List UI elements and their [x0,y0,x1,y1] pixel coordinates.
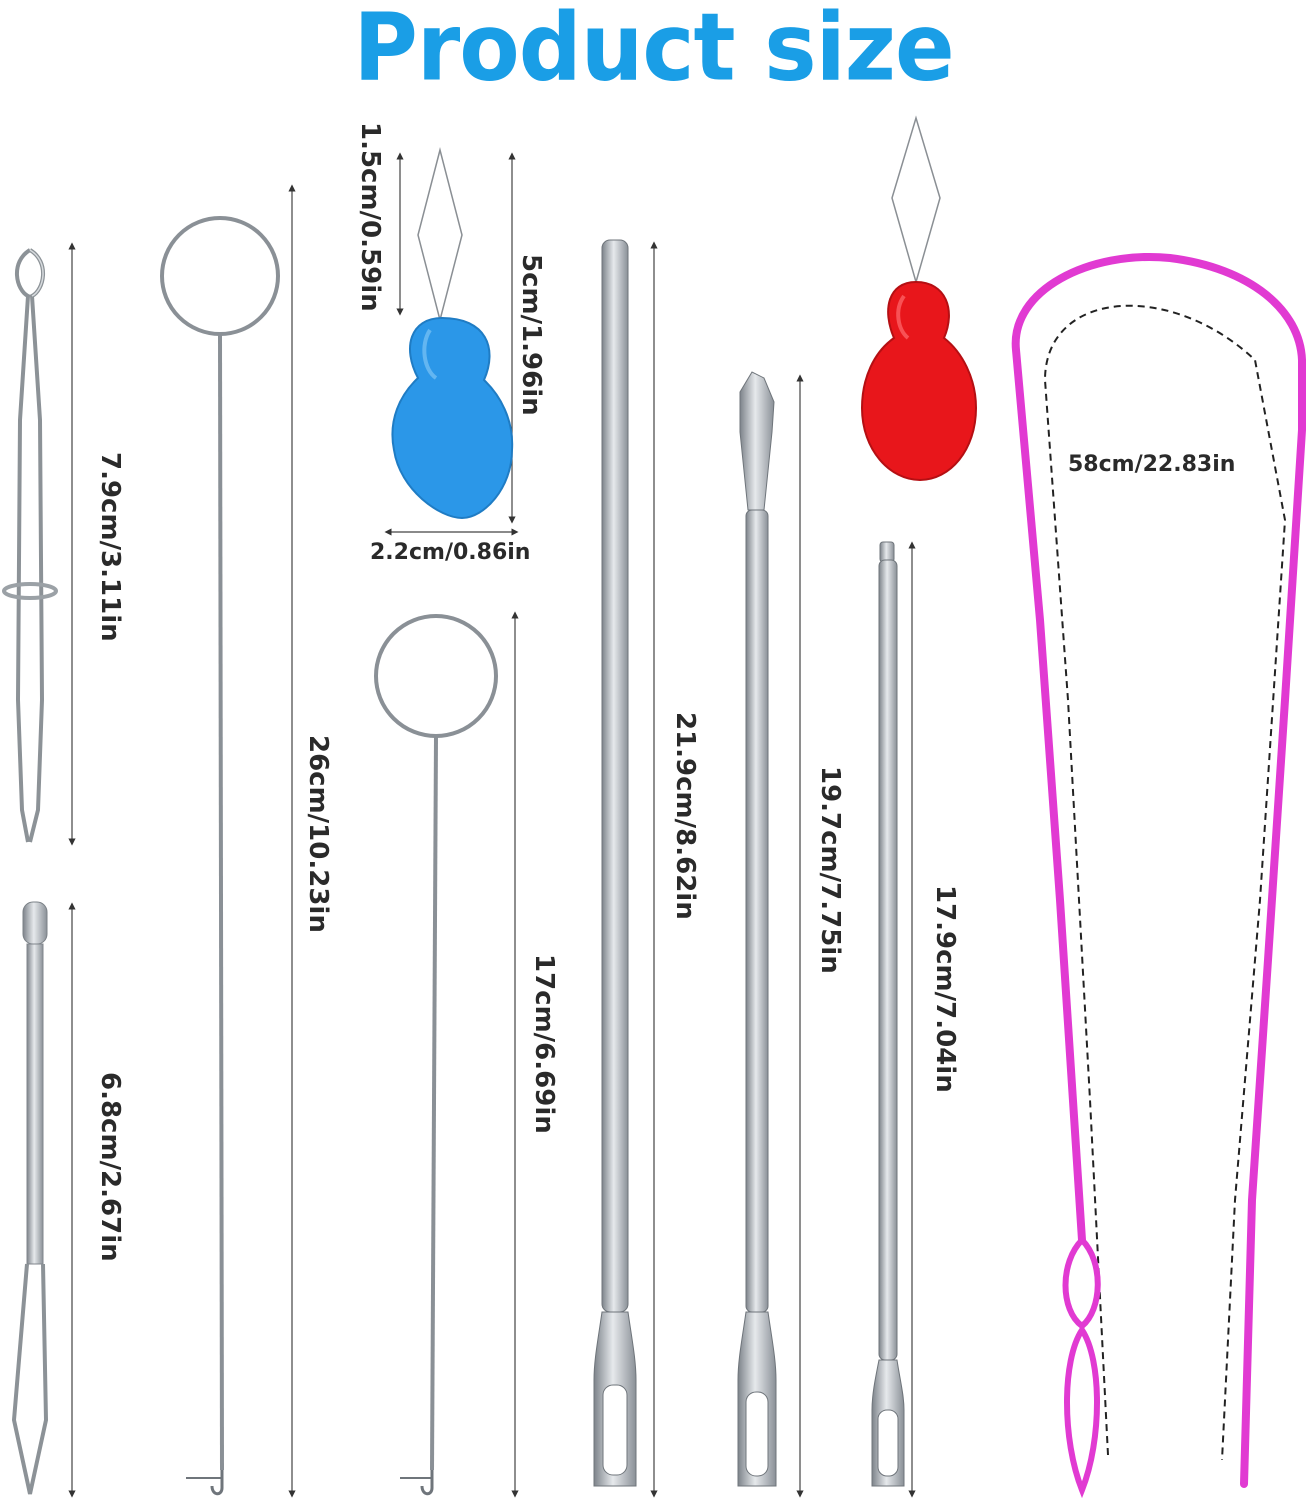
latch-hook-long [160,216,280,1496]
page-title: Product size [353,0,954,102]
size-label-lacing-medium: 19.7cm/7.75in [815,766,845,974]
size-label-latch-short: 17cm/6.69in [529,954,559,1134]
latch-hook-short [374,614,498,1496]
lacing-needle-small [871,541,905,1487]
size-label-bodkin: 6.8cm/2.67in [95,1072,125,1262]
dim-line-pink-threader [1043,304,1287,1461]
bodkin-small [11,901,49,1495]
lacing-needle-large [593,239,637,1487]
size-label-latch-long: 26cm/10.23in [303,735,333,933]
elastic-threader-clip [2,248,58,843]
size-label-blue-wire: 1.5cm/0.59in [355,122,385,312]
size-label-lacing-large: 21.9cm/8.62in [670,712,700,920]
size-label-blue-width: 2.2cm/0.86in [370,540,531,565]
flexible-threader-pink [1011,253,1306,1499]
size-label-clip: 7.9cm/3.11in [95,452,125,642]
lacing-needle-medium [737,371,777,1487]
size-label-pink-threader: 58cm/22.83in [1068,452,1236,477]
blue-threader [391,147,514,520]
size-label-blue-height: 5cm/1.96in [516,254,546,416]
size-label-lacing-small: 17.9cm/7.04in [930,885,960,1093]
dimension-lines [68,152,916,1498]
red-threader [860,115,978,482]
